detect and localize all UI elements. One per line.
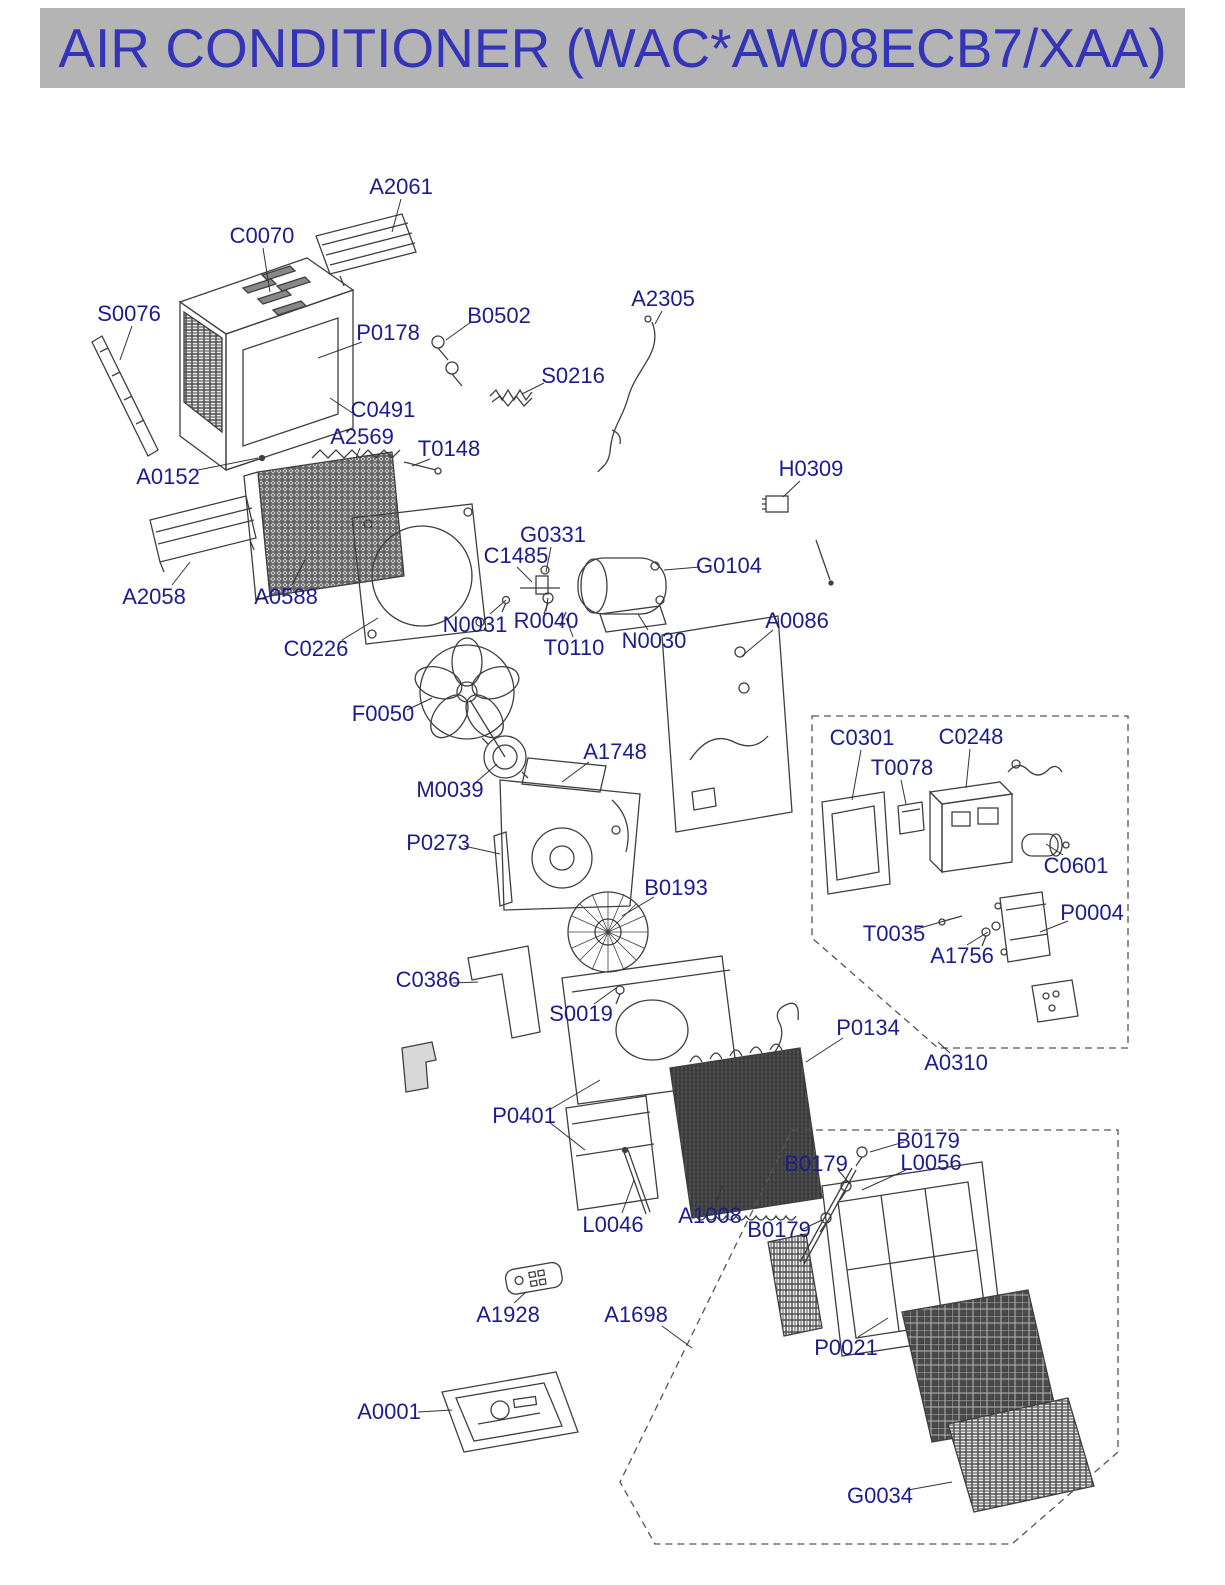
louver-drawing — [767, 1233, 823, 1337]
inlet-grille-drawing — [947, 1397, 1095, 1513]
compressor-drawing — [501, 557, 667, 633]
page-title: AIR CONDITIONER (WAC*AW08ECB7/XAA) — [58, 17, 1167, 79]
base-rack-drawing — [149, 495, 257, 573]
control-box-parts-drawing — [821, 759, 1079, 1023]
propeller-fan-drawing — [414, 637, 520, 740]
title-bar: AIR CONDITIONER (WAC*AW08ECB7/XAA) — [40, 8, 1185, 88]
front-screws-drawing — [799, 1146, 868, 1265]
leader-lines — [119, 198, 1069, 1491]
blower-housing-drawing — [493, 757, 641, 911]
connector-h0309-drawing — [762, 495, 834, 586]
literature-sheet-drawing — [441, 1371, 579, 1453]
side-bar-drawing — [91, 335, 159, 457]
support-bracket-drawing — [401, 945, 541, 1093]
partition-panel-drawing — [561, 955, 739, 1211]
tube-a2305-drawing — [597, 315, 656, 473]
motor-drawing — [469, 699, 529, 779]
screws-b0502-drawing — [431, 335, 463, 387]
fan-shroud-drawing — [351, 503, 487, 645]
control-box-region — [811, 715, 1129, 1049]
drain-rod-drawing — [621, 1146, 651, 1215]
remote-drawing — [504, 1261, 563, 1295]
rear-panel-drawing — [661, 615, 793, 833]
evaporator-coil-drawing — [669, 1002, 823, 1221]
spring-drawing — [489, 388, 533, 408]
condenser-coil-drawing — [243, 449, 442, 601]
cabinet-drawing — [178, 257, 355, 472]
front-assembly-region — [619, 1129, 1119, 1545]
